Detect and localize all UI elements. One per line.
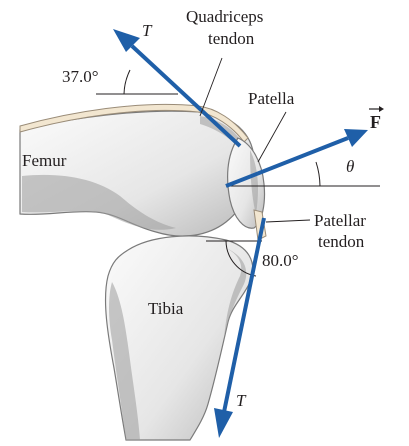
- quadriceps-label-line1: Quadriceps: [186, 7, 263, 26]
- force-label: F: [370, 112, 381, 132]
- quadriceps-label-line2: tendon: [208, 29, 255, 48]
- patella-label: Patella: [248, 89, 295, 108]
- angle-arc-37: [123, 69, 131, 95]
- angle-arc-theta: [315, 161, 321, 187]
- angle-label-80: 80.0°: [262, 251, 299, 270]
- angle-label-37: 37.0°: [62, 67, 99, 86]
- tension-label-bottom: T: [236, 391, 247, 410]
- patellar-label-line1: Patellar: [314, 211, 366, 230]
- force-arrow-f: [225, 129, 368, 188]
- patella-bone: [227, 137, 266, 229]
- leader-patella: [257, 111, 287, 163]
- force-vector-arrow-icon: [369, 106, 384, 112]
- patellar-label-line2: tendon: [318, 232, 365, 251]
- tension-label-top: T: [142, 21, 153, 40]
- leader-quadriceps: [199, 57, 223, 117]
- tension-arrow-bottom: [214, 217, 266, 438]
- tibia-label: Tibia: [148, 299, 184, 318]
- tibia-bone: [104, 235, 254, 441]
- theta-label: θ: [346, 157, 354, 176]
- femur-bone: [19, 110, 255, 237]
- tension-arrow-top: [113, 29, 242, 148]
- femur-label: Femur: [22, 151, 67, 170]
- leader-patellar: [265, 219, 311, 223]
